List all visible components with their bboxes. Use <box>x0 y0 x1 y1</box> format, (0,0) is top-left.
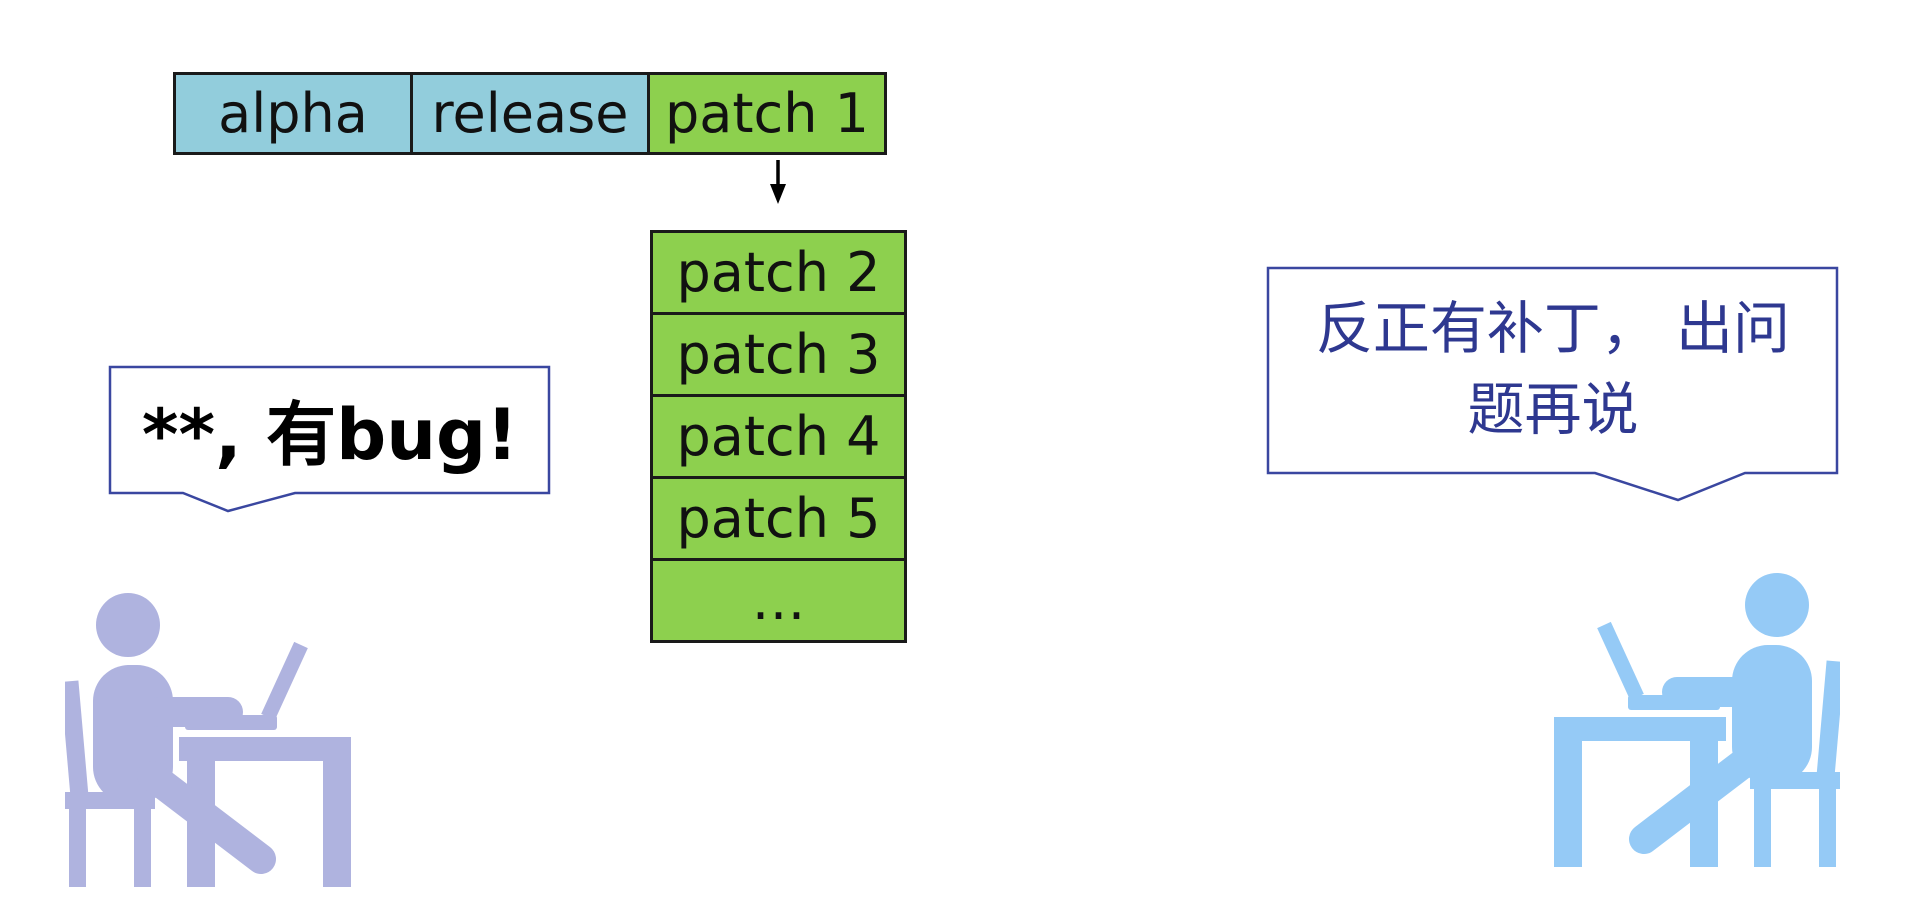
patch-stack-row: … <box>650 558 907 643</box>
patch-stack-row: patch 2 <box>650 230 907 315</box>
patch-stack-row: patch 5 <box>650 476 907 561</box>
patch-stack-label: patch 3 <box>676 323 881 386</box>
patch-stack: patch 2 patch 3 patch 4 patch 5 … <box>650 230 907 643</box>
patch-speech-line: 题再说 <box>1467 376 1639 443</box>
patch-stack-label: patch 2 <box>676 241 881 304</box>
person-at-laptop-icon-left <box>65 593 351 887</box>
release-timeline-bar: alpha release patch 1 <box>173 72 887 155</box>
timeline-cell-alpha: alpha <box>173 72 413 155</box>
timeline-cell-label: patch 1 <box>665 82 869 145</box>
timeline-cell-release: release <box>410 72 650 155</box>
patch-speech-text: 反正有补丁， 出问 题再说 <box>1266 266 1840 473</box>
patch-stack-label: patch 5 <box>676 487 881 550</box>
timeline-cell-label: release <box>431 82 629 145</box>
bug-speech-text: **, 有bug! <box>141 393 519 476</box>
patch-speech-line: 反正有补丁， 出问 <box>1315 295 1791 362</box>
patch-stack-label: patch 4 <box>676 405 881 468</box>
patch-stack-label: … <box>751 569 806 632</box>
bug-speech-bubble-shape <box>108 365 551 513</box>
patch-stack-row: patch 3 <box>650 312 907 397</box>
arrow-down-icon <box>770 160 786 204</box>
patch-stack-row: patch 4 <box>650 394 907 479</box>
patch-speech-bubble-shape <box>1266 266 1839 502</box>
person-at-laptop-icon-right <box>1554 573 1840 867</box>
timeline-cell-patch1: patch 1 <box>647 72 887 155</box>
timeline-cell-label: alpha <box>218 82 368 145</box>
